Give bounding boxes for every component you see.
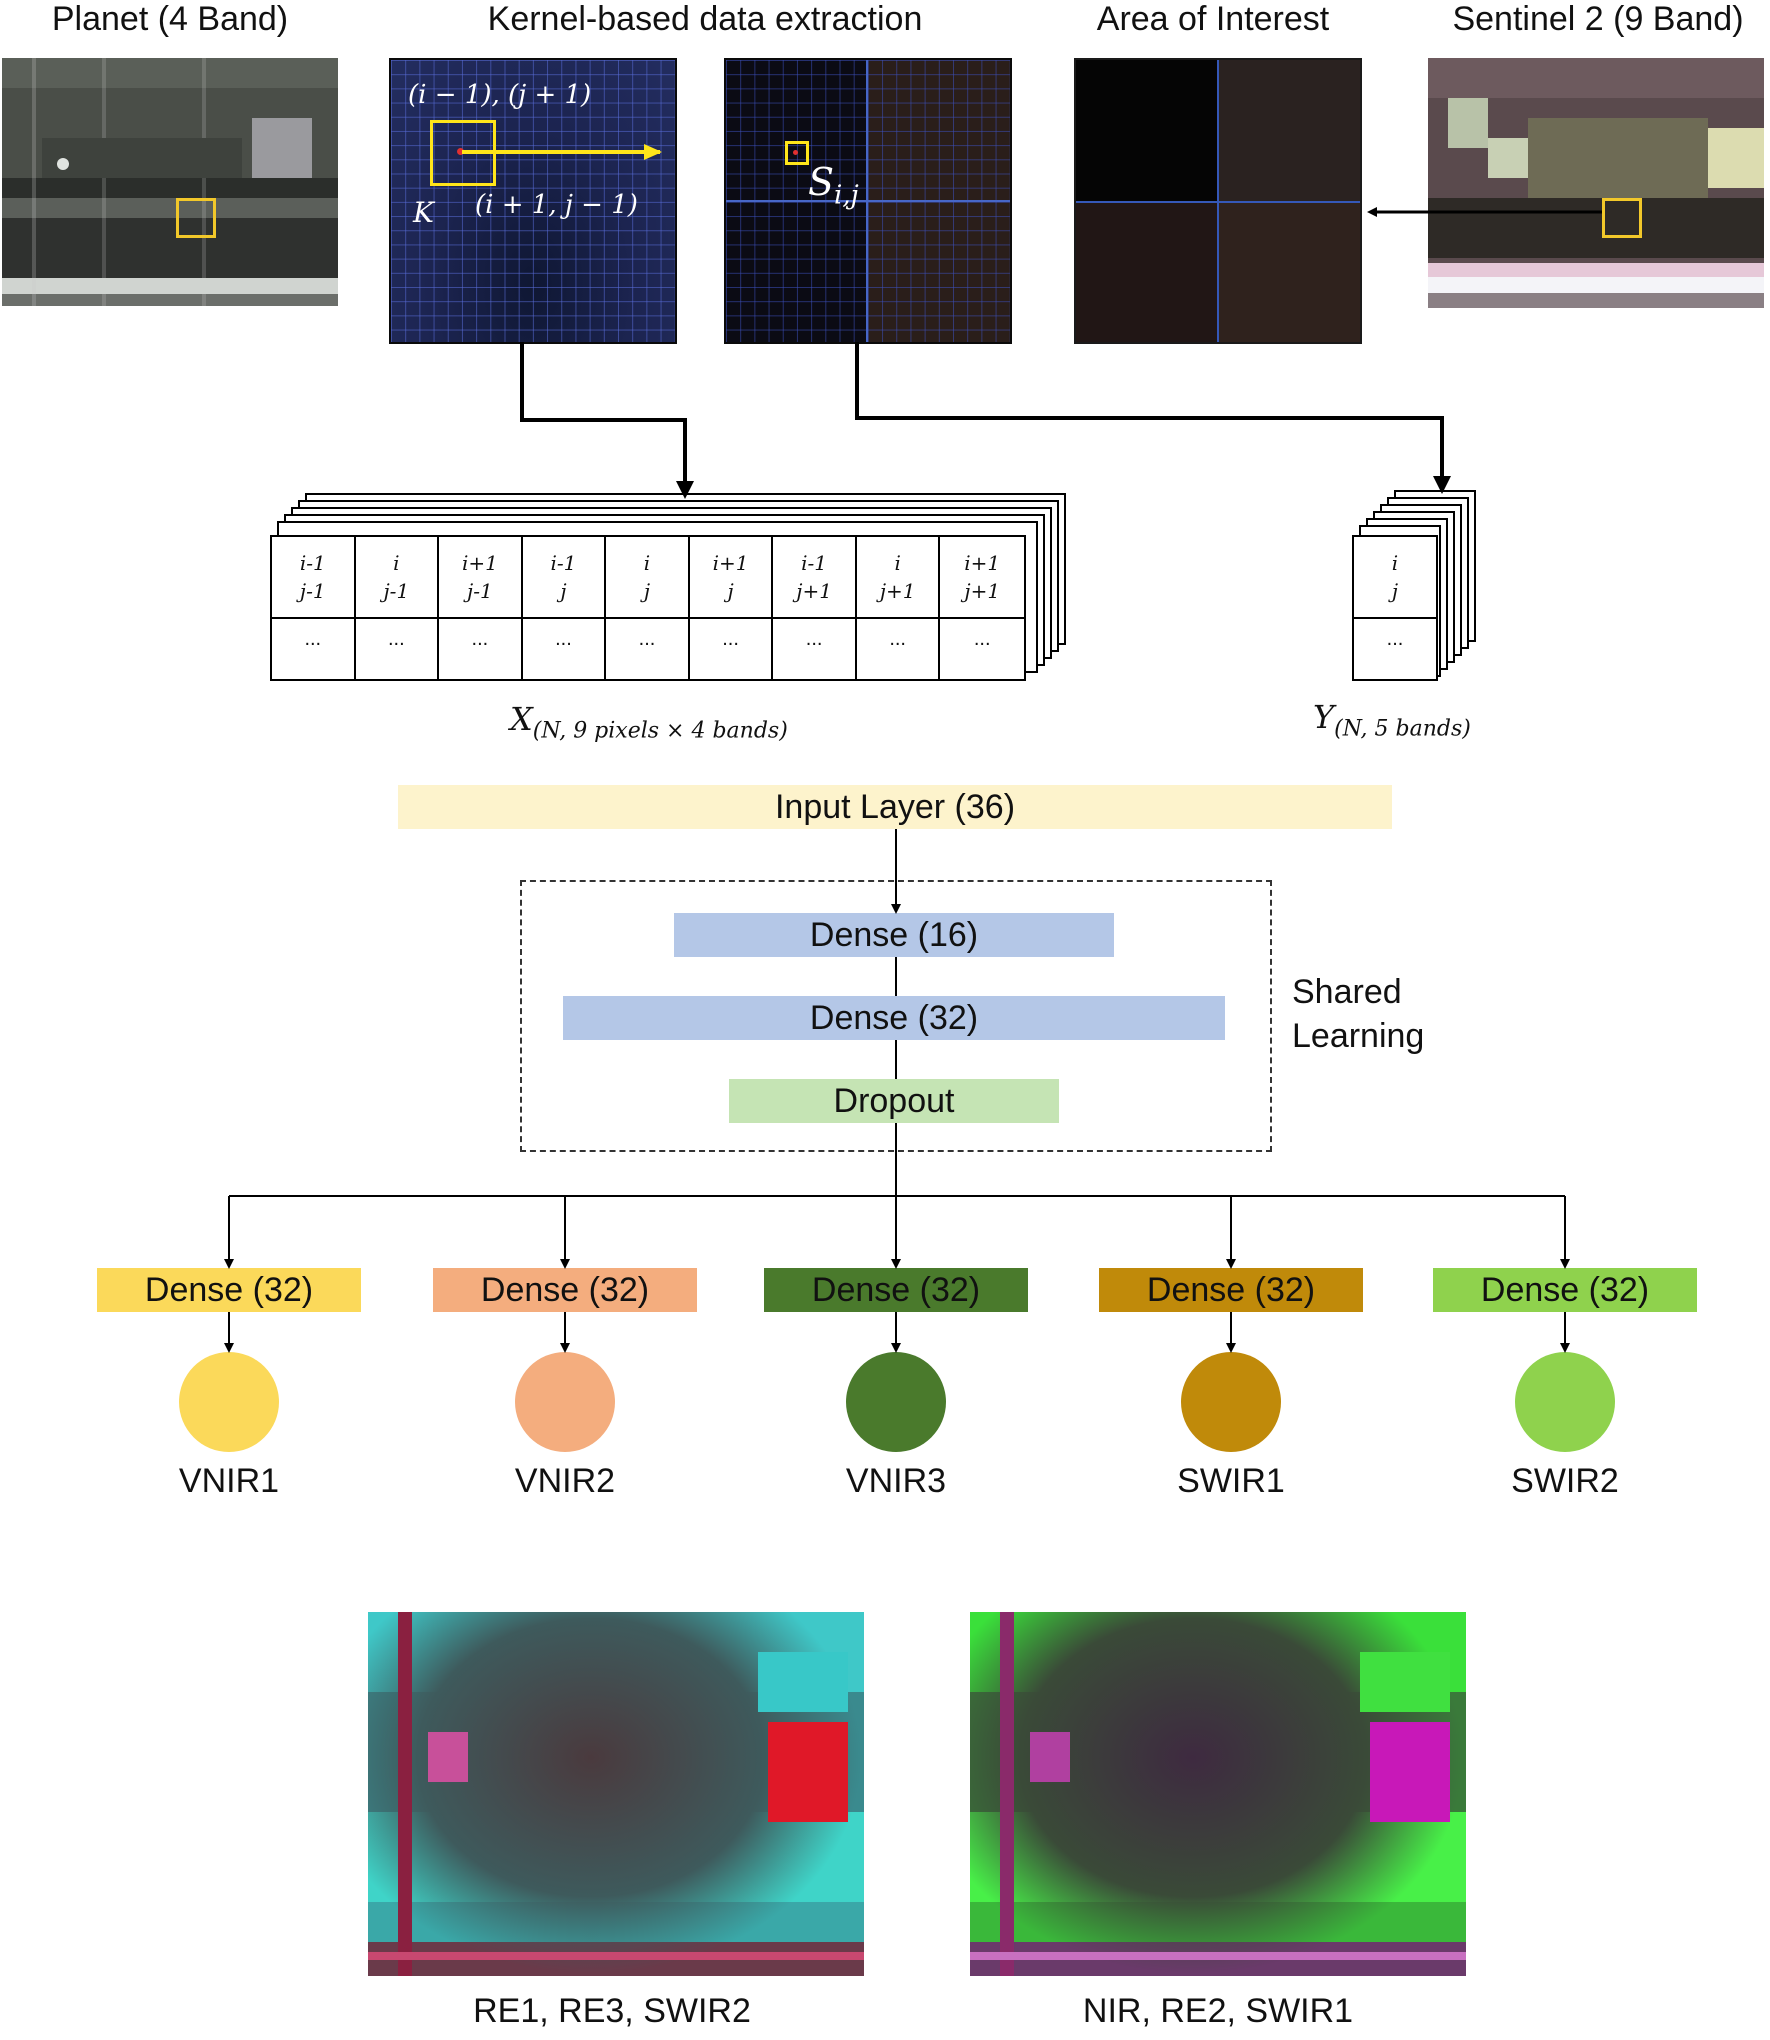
header-planet: Planet (4 Band): [51, 0, 289, 38]
kernel-to-x-connector: [520, 342, 694, 499]
x-table-ellipsis: ...: [606, 619, 690, 679]
target-label-s: S: [808, 160, 835, 204]
x-table-cell: i+1 j: [689, 537, 774, 619]
target-label: Si,j: [808, 160, 859, 211]
y-label: Y(N, 5 bands): [1313, 698, 1471, 741]
head-dense-vnir3: Dense (32): [764, 1268, 1028, 1312]
x-table-ellipsis: ...: [439, 619, 523, 679]
x-table-cell: i-1 j: [522, 537, 607, 619]
x-cell-row: i-1: [801, 551, 828, 575]
target-to-y-connector: [855, 342, 1451, 494]
sentinel-image: [1428, 58, 1764, 308]
output-label-swir2: SWIR2: [1511, 1462, 1619, 1500]
x-cell-row: i+1: [712, 551, 749, 575]
sentinel-kernel-box: [1602, 198, 1642, 238]
header-sentinel: Sentinel 2 (9 Band): [1452, 0, 1744, 38]
x-label: X(N, 9 pixels × 4 bands): [510, 700, 788, 743]
x-table-ellipsis: ...: [356, 619, 440, 679]
x-label-sub: (N, 9 pixels × 4 bands): [532, 718, 788, 744]
target-pixel-dot: [793, 150, 798, 155]
y-label-main: Y: [1313, 698, 1335, 736]
kernel-label-k: K: [413, 196, 434, 229]
x-cell-row: i+1: [461, 551, 498, 575]
x-cell-row: i: [393, 551, 400, 575]
y-table-cell: i j: [1354, 537, 1436, 619]
output-label-vnir3: VNIR3: [845, 1462, 947, 1500]
shared-label: Shared Learning: [1292, 970, 1424, 1058]
kernel-grid-image: [389, 58, 677, 344]
x-cell-col: j: [643, 579, 651, 603]
head-dense-vnir2: Dense (32): [433, 1268, 697, 1312]
input-layer: Input Layer (36): [398, 785, 1392, 829]
x-table-ellipsis: ...: [272, 619, 356, 679]
x-cell-row: i-1: [299, 551, 326, 575]
target-grid-image: [724, 58, 1012, 344]
x-cell-row: i: [894, 551, 901, 575]
composite-image-left: [368, 1612, 864, 1976]
kernel-center-dot: [457, 148, 464, 155]
x-cell-col: j+1: [796, 579, 832, 603]
kernel-label-bottom: (i + 1, j − 1): [475, 190, 638, 220]
output-node-vnir1: [179, 1352, 279, 1452]
head-dense-swir1: Dense (32): [1099, 1268, 1363, 1312]
output-node-swir1: [1181, 1352, 1281, 1452]
output-label-vnir1: VNIR1: [178, 1462, 280, 1500]
output-node-vnir3: [846, 1352, 946, 1452]
y-cell-i: i: [1391, 551, 1399, 575]
x-cell-col: j-1: [467, 579, 493, 603]
output-label-swir1: SWIR1: [1177, 1462, 1285, 1500]
composite-image-right: [970, 1612, 1466, 1976]
x-cell-col: j-1: [383, 579, 410, 603]
output-label-vnir2: VNIR2: [514, 1462, 616, 1500]
y-table: i j ...: [1352, 535, 1438, 681]
x-table-cell: i j+1: [856, 537, 941, 619]
head-dense-swir2: Dense (32): [1433, 1268, 1697, 1312]
y-label-sub: (N, 5 bands): [1334, 716, 1471, 742]
x-table-ellipsis: ...: [690, 619, 774, 679]
aoi-image: [1074, 58, 1362, 344]
dense-16-layer: Dense (16): [674, 913, 1114, 957]
x-table-ellipsis: ...: [773, 619, 857, 679]
target-pixel-box: [785, 141, 809, 165]
dense-32-layer: Dense (32): [563, 996, 1225, 1040]
shared-label-line1: Shared: [1292, 973, 1402, 1011]
x-cell-col: j-1: [299, 579, 326, 603]
x-cell-row: i-1: [550, 551, 577, 575]
head-dense-vnir1: Dense (32): [97, 1268, 361, 1312]
header-kernel: Kernel-based data extraction: [487, 0, 923, 38]
shared-label-line2: Learning: [1292, 1017, 1425, 1055]
dropout-layer: Dropout: [729, 1079, 1059, 1123]
target-label-sub: i,j: [834, 180, 859, 211]
x-table-cell: i j-1: [355, 537, 440, 619]
x-cell-col: j+1: [964, 579, 1001, 603]
caption-right: NIR, RE2, SWIR1: [1082, 1992, 1354, 2030]
x-cell-col: j+1: [879, 579, 916, 603]
planet-kernel-box: [176, 198, 216, 238]
y-cell-j: j: [1391, 579, 1399, 603]
kernel-label-top: (i − 1), (j + 1): [408, 80, 592, 110]
x-cell-row: i: [643, 551, 651, 575]
x-cell-col: j: [727, 579, 734, 603]
x-table-ellipsis: ...: [973, 628, 991, 650]
x-table-ellipsis: ...: [857, 619, 941, 679]
output-node-swir2: [1515, 1352, 1615, 1452]
caption-left: RE1, RE3, SWIR2: [473, 1992, 751, 2030]
x-label-main: X: [510, 700, 533, 738]
header-aoi: Area of Interest: [1096, 0, 1330, 38]
y-table-ellipsis: ...: [1386, 628, 1404, 650]
planet-image: [2, 58, 338, 306]
x-cell-row: i+1: [964, 551, 1001, 575]
x-cell-col: j: [560, 579, 567, 603]
x-table-ellipsis: ...: [523, 619, 607, 679]
output-node-vnir2: [515, 1352, 615, 1452]
